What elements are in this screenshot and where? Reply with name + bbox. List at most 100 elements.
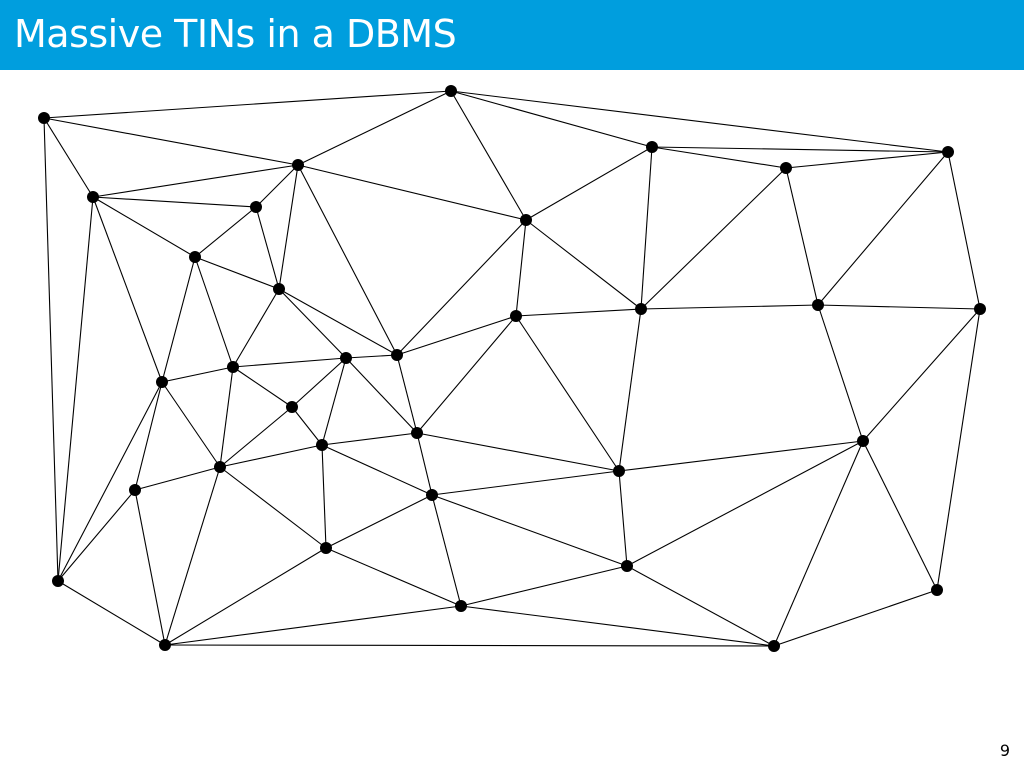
tin-vertex [411,427,423,439]
tin-edge [431,494,628,567]
tin-edge [297,90,452,166]
tin-edge [92,164,299,198]
tin-edge [396,354,418,434]
tin-edge [525,146,653,221]
tin-edge [515,315,620,472]
tin-vertex [316,439,328,451]
slide-title: Massive TINs in a DBMS [14,12,457,56]
tin-edge [291,357,347,408]
tin-vertex [857,435,869,447]
tin-edge [321,444,433,496]
tin-edge [134,466,221,491]
tin-edge [219,406,293,468]
tin-vertex [621,560,633,572]
tin-edge [43,117,59,582]
tin-edge [416,432,433,496]
tin-edge [164,547,327,646]
tin-edge [817,151,949,306]
tin-edge [515,219,527,317]
tin-edge [325,547,462,607]
tin-vertex [520,214,532,226]
tin-edge [515,308,642,317]
tin-edge [321,444,327,549]
tin-edge [278,288,398,356]
tin-edge [232,357,347,368]
tin-edge [92,196,163,383]
tin-vertex [445,85,457,97]
tin-vertex [426,489,438,501]
tin-vertex [273,283,285,295]
tin-vertex [613,465,625,477]
tin-edge [321,432,418,446]
tin-edge [416,432,620,472]
tin-edge [255,164,299,208]
tin-edge [297,164,398,356]
tin-vertex [250,201,262,213]
tin-edge [219,466,327,549]
tin-edge [57,381,163,582]
tin-edge [57,196,94,582]
tin-edge [325,494,433,549]
tin-vertex [214,461,226,473]
tin-vertex [780,162,792,174]
tin-vertex [340,352,352,364]
tin-vertex [320,542,332,554]
tin-edge [947,151,981,310]
tin-vertex [931,584,943,596]
tin-edge [164,644,775,647]
tin-edge [164,605,462,646]
tin-edge [297,164,527,221]
tin-edge [161,366,234,383]
tin-edge [618,440,864,472]
tin-edge [321,357,347,446]
tin-edge [416,315,517,434]
tin-edge [134,381,163,491]
tin-edge [862,440,938,591]
tin-edge [219,444,323,468]
tin-edge [817,304,981,310]
tin-edge [640,304,819,310]
tin-edge [450,90,653,148]
tin-edge [57,580,166,646]
tin-edge [194,256,234,368]
tin-edge [345,354,398,359]
tin-vertex [942,146,954,158]
tin-edge [161,256,196,383]
tin-edge [773,589,938,647]
tin-edge [396,315,517,356]
tin-edge [525,219,642,310]
tin-vertex [292,159,304,171]
tin-edge [862,308,981,442]
tin-vertex [129,484,141,496]
tin-vertex [286,401,298,413]
tin-edge [92,196,196,258]
tin-edge [460,565,628,607]
tin-edge [219,366,234,468]
tin-edge [194,256,280,290]
tin-edge [651,146,949,153]
tin-vertex [635,303,647,315]
tin-edge [278,288,347,359]
tin-edge [291,406,323,446]
tin-vertex [227,361,239,373]
tin-edge [936,308,981,591]
tin-edge [450,90,949,153]
tin-vertex [52,575,64,587]
tin-vertex [974,303,986,315]
page-number: 9 [999,741,1010,760]
tin-edge [618,470,628,567]
tin-vertex [646,141,658,153]
tin-edge [134,489,166,646]
tin-vertex [455,600,467,612]
tin-vertex [391,349,403,361]
tin-vertex [189,251,201,263]
tin-vertex [156,376,168,388]
tin-edge [345,357,418,434]
tin-edges [43,90,981,647]
tin-edge [431,470,620,496]
tin-edge [450,90,527,221]
tin-edge [232,366,293,408]
tin-vertices [38,85,986,652]
